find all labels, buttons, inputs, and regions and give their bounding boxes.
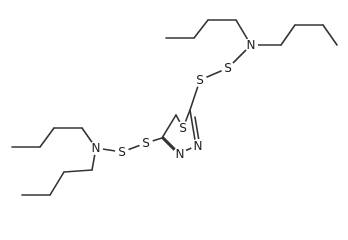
atom-ring-n2: N [173,147,187,161]
structure-diagram: S N N S S N S S [11,19,338,196]
atom-ring-s: S [176,121,190,135]
atom-s-left1: S [139,136,153,150]
bond-chainC-3 [39,127,55,148]
bond-chainD-2 [63,169,93,173]
atom-label: S [179,121,187,135]
bond-chainA-3 [193,19,209,39]
atom-label: S [118,145,126,159]
atom-ring-n1: N [191,139,205,153]
atom-label: S [224,61,232,75]
bond-c5-n1-double [194,116,200,142]
bond-chainB-4 [322,24,338,46]
molecule-drawing: S N N S S N S S [11,19,338,196]
bond-n2-c2-double [162,136,176,150]
atom-s-top1: S [193,73,207,87]
atom-label: N [92,141,101,155]
atom-label: N [194,139,203,153]
atom-label: N [176,147,185,161]
atom-n-left: N [89,141,103,155]
atom-n-top: N [244,38,258,52]
bond-chainD-3 [49,171,65,196]
atom-s-top2: S [221,61,235,75]
bond-c2-s-ring-b [161,114,177,139]
atom-label: S [142,136,150,150]
atom-label: S [196,73,204,87]
atom-s-left2: S [115,145,129,159]
atom-label: N [247,38,256,52]
bond-chainB-2 [280,24,296,46]
